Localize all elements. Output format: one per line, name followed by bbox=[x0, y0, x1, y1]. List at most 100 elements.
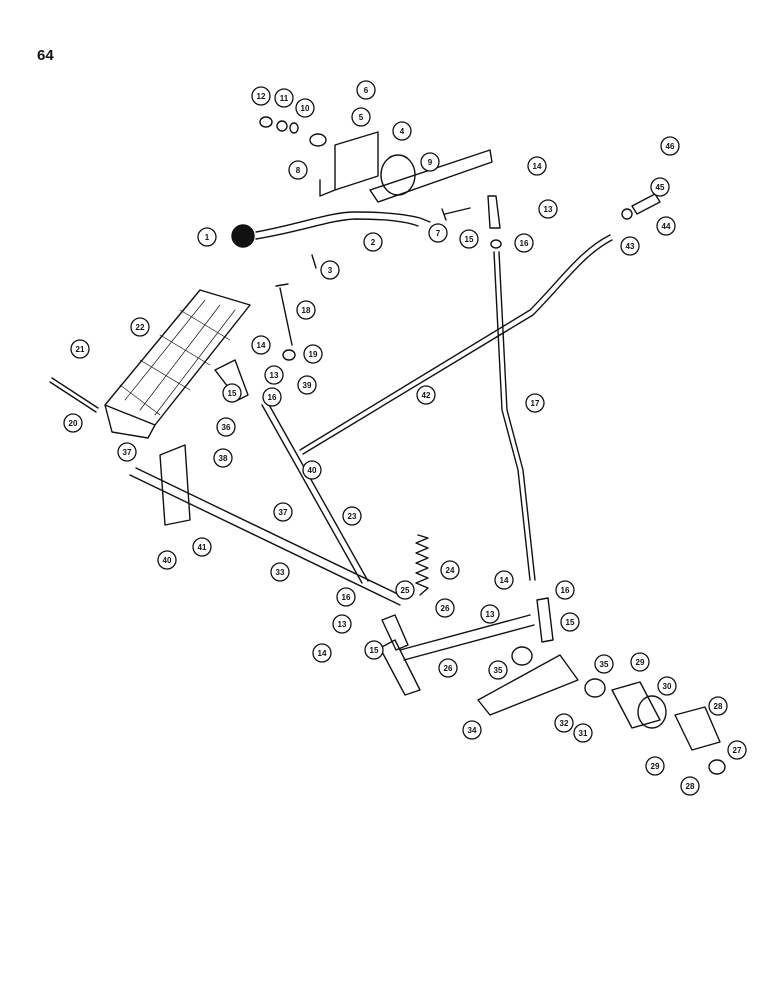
callout-circle bbox=[594, 654, 614, 674]
callout-circle bbox=[251, 335, 271, 355]
callout-37: 37 bbox=[117, 442, 137, 462]
callout-number: 22 bbox=[136, 323, 145, 332]
callout-circle bbox=[428, 223, 448, 243]
parts-drawing bbox=[49, 116, 726, 775]
callout-circle bbox=[130, 317, 150, 337]
callout-16: 16 bbox=[262, 387, 282, 407]
callout-circle bbox=[620, 236, 640, 256]
callout-circle bbox=[216, 417, 236, 437]
callout-circle bbox=[295, 98, 315, 118]
callout-number: 14 bbox=[318, 649, 327, 658]
bushing-35b-part bbox=[584, 678, 606, 698]
callout-number: 37 bbox=[123, 448, 132, 457]
bolt-7-part bbox=[441, 207, 471, 221]
callout-38: 38 bbox=[213, 448, 233, 468]
callout-circle bbox=[320, 260, 340, 280]
callout-22: 22 bbox=[130, 317, 150, 337]
callout-13: 13 bbox=[480, 604, 500, 624]
callout-15: 15 bbox=[364, 640, 384, 660]
callout-number: 19 bbox=[309, 350, 318, 359]
callout-circle bbox=[70, 339, 90, 359]
callout-41: 41 bbox=[192, 537, 212, 557]
callout-circle bbox=[157, 550, 177, 570]
callout-circle bbox=[262, 387, 282, 407]
callout-circle bbox=[630, 652, 650, 672]
nut-19-part bbox=[282, 349, 296, 361]
callout-33: 33 bbox=[270, 562, 290, 582]
callout-circle bbox=[264, 365, 284, 385]
callout-circle bbox=[312, 643, 332, 663]
callout-9: 9 bbox=[420, 152, 440, 172]
callout-number: 41 bbox=[198, 543, 207, 552]
callout-number: 45 bbox=[656, 183, 665, 192]
callout-circle bbox=[573, 723, 593, 743]
callout-number: 20 bbox=[69, 419, 78, 428]
callout-7: 7 bbox=[428, 223, 448, 243]
callout-14: 14 bbox=[494, 570, 514, 590]
callout-circle bbox=[296, 300, 316, 320]
callout-number: 16 bbox=[342, 593, 351, 602]
callout-number: 21 bbox=[76, 345, 85, 354]
nut-43-part bbox=[621, 208, 633, 220]
callout-number: 8 bbox=[296, 166, 301, 175]
callout-number: 2 bbox=[371, 238, 376, 247]
callout-14: 14 bbox=[312, 643, 332, 663]
callout-circle bbox=[494, 570, 514, 590]
bolt-18-part bbox=[275, 283, 293, 346]
callout-number: 18 bbox=[302, 306, 311, 315]
lever-34-part bbox=[477, 654, 579, 716]
callout-number: 35 bbox=[600, 660, 609, 669]
callout-35: 35 bbox=[594, 654, 614, 674]
callout-number: 15 bbox=[566, 618, 575, 627]
flange-29a-part bbox=[611, 681, 661, 729]
cross-shaft-part bbox=[379, 614, 535, 696]
callout-16: 16 bbox=[555, 580, 575, 600]
callout-circle bbox=[538, 199, 558, 219]
callout-6: 6 bbox=[356, 80, 376, 100]
flange-29b-part bbox=[674, 706, 721, 751]
callout-circle bbox=[351, 107, 371, 127]
callout-40: 40 bbox=[302, 460, 322, 480]
bracket-36-part bbox=[159, 444, 191, 526]
callout-26: 26 bbox=[438, 658, 458, 678]
callout-number: 24 bbox=[446, 566, 455, 575]
callout-46: 46 bbox=[660, 136, 680, 156]
callout-number: 28 bbox=[714, 702, 723, 711]
callout-number: 42 bbox=[422, 391, 431, 400]
callout-44: 44 bbox=[656, 216, 676, 236]
callout-number: 13 bbox=[338, 620, 347, 629]
callout-number: 7 bbox=[436, 229, 441, 238]
callout-circle bbox=[364, 640, 384, 660]
callout-1: 1 bbox=[197, 227, 217, 247]
callout-circle bbox=[555, 580, 575, 600]
callout-circle bbox=[650, 177, 670, 197]
callout-15: 15 bbox=[459, 229, 479, 249]
callout-10: 10 bbox=[295, 98, 315, 118]
clevis-low-part bbox=[536, 597, 554, 643]
callout-number: 15 bbox=[465, 235, 474, 244]
callout-circle bbox=[527, 156, 547, 176]
callout-20: 20 bbox=[63, 413, 83, 433]
callout-31: 31 bbox=[573, 723, 593, 743]
callout-circle bbox=[656, 216, 676, 236]
callout-45: 45 bbox=[650, 177, 670, 197]
callout-circle bbox=[222, 383, 242, 403]
pedal-texture-part bbox=[119, 299, 236, 416]
callout-number: 29 bbox=[651, 762, 660, 771]
callout-13: 13 bbox=[538, 199, 558, 219]
pedal-part bbox=[104, 289, 251, 439]
callout-circle bbox=[727, 740, 747, 760]
callout-number: 28 bbox=[686, 782, 695, 791]
callout-circle bbox=[480, 604, 500, 624]
rod-17-part bbox=[493, 251, 536, 581]
callout-number: 14 bbox=[500, 576, 509, 585]
nut-16-top-part bbox=[490, 239, 502, 249]
spring-24-part bbox=[415, 534, 429, 596]
callout-32: 32 bbox=[554, 713, 574, 733]
callout-13: 13 bbox=[264, 365, 284, 385]
callout-number: 1 bbox=[205, 233, 210, 242]
shaft-33-part bbox=[129, 467, 407, 606]
callout-34: 34 bbox=[462, 720, 482, 740]
rod-42-part bbox=[299, 234, 613, 455]
